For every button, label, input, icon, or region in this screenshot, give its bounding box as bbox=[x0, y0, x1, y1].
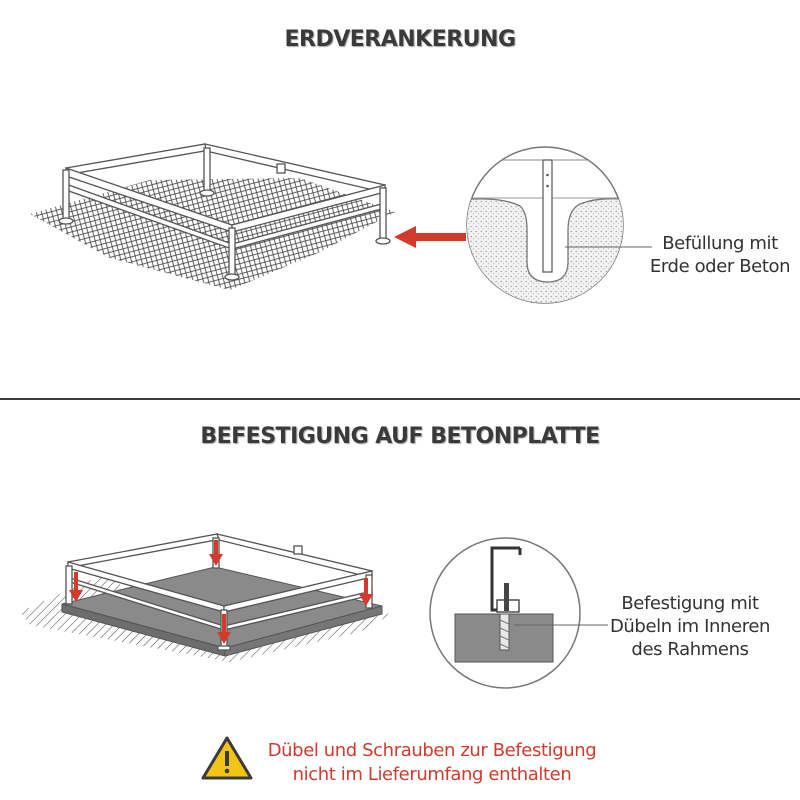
frame-profile bbox=[490, 546, 520, 612]
post-back-mid bbox=[203, 147, 211, 193]
section-divider bbox=[0, 398, 800, 400]
warning-line: nicht im Lieferumfang enthalten bbox=[292, 764, 572, 785]
label-line: des Rahmens bbox=[631, 639, 749, 660]
ground-anchoring-illustration bbox=[30, 143, 466, 290]
warning-triangle-icon bbox=[201, 736, 253, 780]
label-line: Befüllung mit bbox=[662, 233, 778, 254]
label-line: Dübeln im Inneren bbox=[609, 616, 771, 637]
concrete-slab-illustration bbox=[20, 533, 395, 662]
warning-line: Dübel und Schrauben zur Befestigung bbox=[267, 740, 597, 761]
ground-anchor-detail-circle bbox=[466, 146, 652, 304]
red-down-arrows-icon bbox=[69, 540, 373, 644]
label-line: Befestigung mit bbox=[621, 593, 759, 614]
frame-rail-back bbox=[64, 143, 212, 175]
section-title-concrete-slab: BEFESTIGUNG AUF BETONPLATTE bbox=[200, 424, 600, 449]
post-back-left bbox=[62, 169, 70, 221]
ground-anchor-label: Befüllung mit Erde oder Beton bbox=[640, 232, 800, 278]
red-arrow-icon bbox=[394, 226, 466, 248]
warning-note: Dübel und Schrauben zur Befestigung nich… bbox=[262, 739, 602, 787]
label-line: Erde oder Beton bbox=[649, 256, 791, 277]
dowel-label: Befestigung mit Dübeln im Inneren des Ra… bbox=[600, 592, 780, 661]
post-front bbox=[228, 227, 236, 277]
section-title-ground-anchoring: ERDVERANKERUNG bbox=[284, 27, 516, 52]
post-right bbox=[379, 187, 387, 241]
dowel-detail-circle bbox=[429, 537, 608, 689]
post-in-hole bbox=[542, 159, 553, 273]
